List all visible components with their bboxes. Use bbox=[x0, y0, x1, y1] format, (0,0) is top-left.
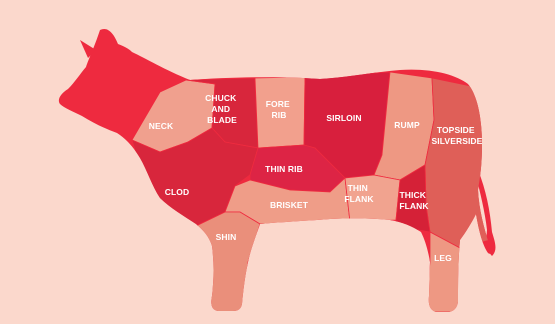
label-rump: RUMP bbox=[394, 120, 420, 130]
label-thick-flank: THICK FLANK bbox=[399, 190, 429, 211]
label-sirloin: SIRLOIN bbox=[326, 113, 361, 123]
label-leg: LEG bbox=[434, 253, 452, 263]
label-neck: NECK bbox=[149, 121, 174, 131]
label-clod: CLOD bbox=[165, 187, 189, 197]
label-thin-rib: THIN RIB bbox=[265, 164, 303, 174]
label-thin-flank: THIN FLANK bbox=[344, 183, 374, 204]
label-brisket: BRISKET bbox=[270, 200, 309, 210]
label-topside-silverside: TOPSIDE SILVERSIDE bbox=[432, 125, 483, 146]
label-shin: SHIN bbox=[216, 232, 237, 242]
